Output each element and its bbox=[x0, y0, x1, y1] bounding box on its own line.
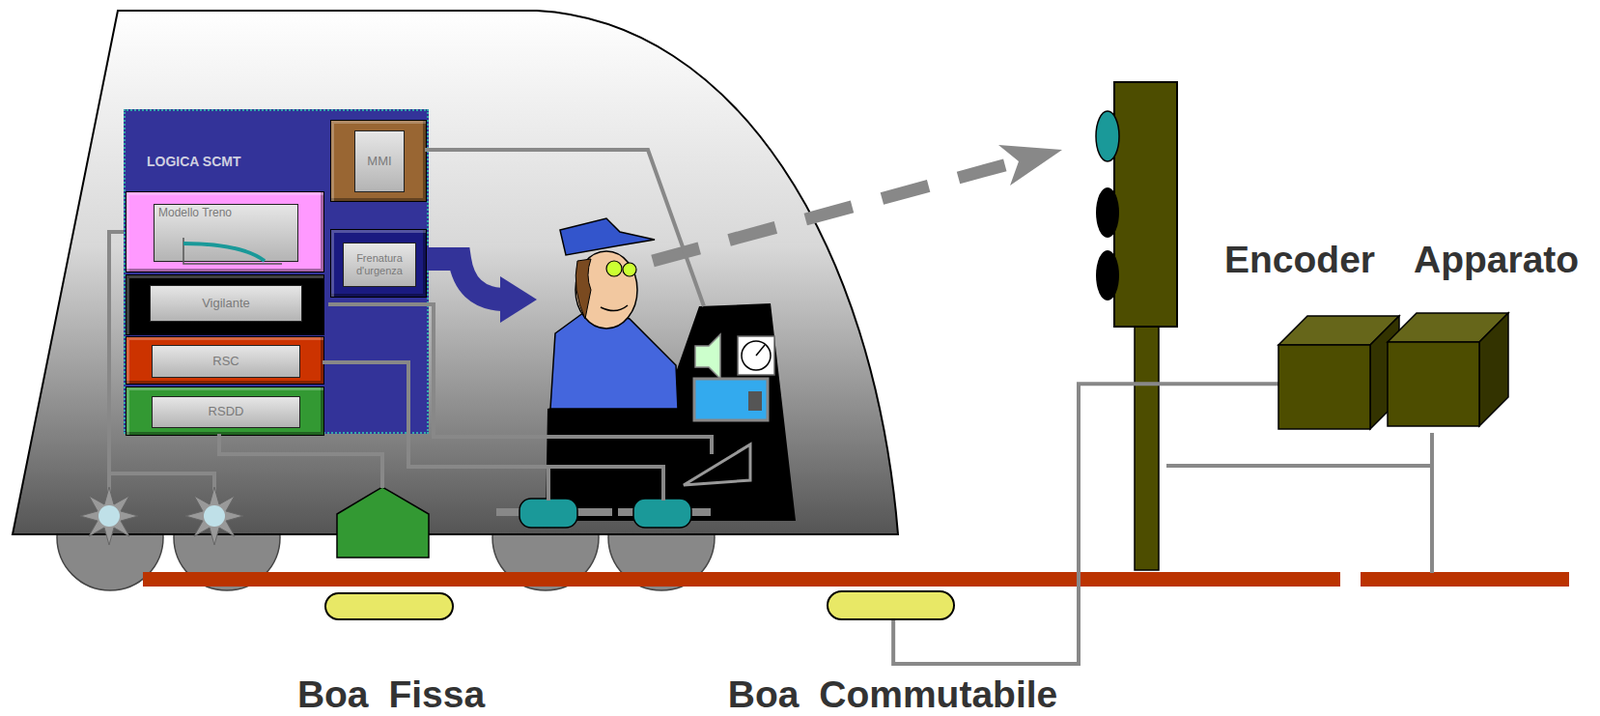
pedal bbox=[633, 498, 692, 528]
sensor-star bbox=[185, 486, 244, 545]
logic-unit: Vigilante bbox=[125, 274, 325, 336]
cube-face bbox=[1278, 344, 1371, 429]
wire bbox=[109, 231, 124, 516]
unit-panel: MMI bbox=[354, 130, 405, 193]
wire bbox=[219, 433, 383, 488]
unit-label: RSDD bbox=[208, 404, 245, 420]
device-label: Encoder bbox=[1224, 240, 1376, 279]
rail bbox=[142, 571, 1341, 587]
unit-label: MMI bbox=[366, 154, 392, 169]
unit-label: Modello Treno bbox=[158, 206, 232, 221]
cube-face bbox=[1387, 341, 1480, 426]
signal-mast bbox=[1134, 326, 1159, 570]
unit-label: Vigilante bbox=[201, 296, 251, 311]
block-title: LOGICA SCMT bbox=[146, 153, 241, 169]
logic-unit: RSDD bbox=[125, 386, 325, 436]
braking-curve bbox=[183, 243, 265, 261]
gauge-frame bbox=[737, 336, 775, 375]
keypad bbox=[748, 391, 762, 411]
brake-arrow bbox=[426, 258, 503, 300]
driver-hair bbox=[575, 258, 591, 319]
wire bbox=[546, 466, 551, 501]
sight-arrow bbox=[652, 161, 1019, 261]
cube-face bbox=[1479, 312, 1509, 426]
logic-unit: Frenatura d'urgenza bbox=[330, 228, 427, 298]
balise: Boa Commutabile bbox=[826, 589, 955, 620]
trackside-box: Encoder bbox=[1278, 315, 1400, 429]
logic-unit: RSC bbox=[125, 336, 325, 385]
glasses bbox=[606, 260, 622, 277]
balise: Boa Fissa bbox=[324, 591, 454, 620]
trackside-box: Apparato bbox=[1387, 312, 1509, 426]
sensor-core bbox=[98, 505, 120, 527]
speed-sensor bbox=[80, 486, 139, 545]
speed-sensor bbox=[185, 486, 244, 545]
brake-arrow-head bbox=[500, 276, 537, 323]
rail bbox=[1360, 571, 1570, 587]
gauge-needle bbox=[756, 344, 765, 356]
cube-shape bbox=[1278, 315, 1400, 429]
arrow-head bbox=[998, 144, 1063, 186]
gauge bbox=[741, 340, 771, 370]
driver-face bbox=[575, 251, 638, 329]
signal-head bbox=[1114, 82, 1178, 327]
wire bbox=[322, 362, 664, 501]
signal-lamp bbox=[1095, 111, 1120, 162]
unit-label: Frenatura d'urgenza bbox=[343, 252, 416, 277]
unit-label: RSC bbox=[212, 354, 239, 369]
logic-unit: Modello Treno bbox=[125, 191, 325, 273]
pedal bbox=[519, 498, 578, 528]
wire bbox=[424, 149, 704, 307]
signal-lamp bbox=[1095, 250, 1120, 301]
logic-block: LOGICA SCMT MMI Modello TrenoFrenatura d'u… bbox=[123, 109, 429, 434]
display-screen bbox=[694, 378, 768, 421]
cube-shape bbox=[1387, 312, 1509, 426]
glasses bbox=[622, 262, 637, 277]
lever-symbol bbox=[683, 444, 751, 485]
sensor-star bbox=[80, 486, 139, 545]
driver-mouth bbox=[600, 305, 628, 311]
driver-desk bbox=[545, 303, 796, 521]
logic-unit: MMI bbox=[330, 119, 427, 202]
graph-axes bbox=[183, 237, 282, 264]
driver-cap bbox=[560, 218, 655, 255]
unit-panel: RSDD bbox=[151, 395, 301, 428]
speaker-symbol bbox=[695, 334, 721, 379]
unit-panel: RSC bbox=[151, 344, 301, 378]
wire-connector bbox=[893, 383, 1279, 664]
antenna bbox=[336, 486, 429, 558]
wire bbox=[109, 473, 215, 516]
signal-lamp bbox=[1095, 187, 1120, 238]
sensor-core bbox=[203, 505, 225, 527]
balise-label: Boa Fissa bbox=[133, 674, 649, 713]
train-body bbox=[12, 10, 899, 534]
unit-panel: Modello Treno bbox=[153, 203, 299, 262]
unit-panel: Frenatura d'urgenza bbox=[342, 242, 417, 287]
unit-panel: Vigilante bbox=[149, 284, 303, 322]
wire bbox=[1430, 432, 1434, 573]
wire bbox=[1166, 463, 1432, 468]
balise-label: Boa Commutabile bbox=[635, 674, 1151, 713]
device-label: Apparato bbox=[1413, 240, 1579, 279]
wire bbox=[328, 304, 712, 454]
